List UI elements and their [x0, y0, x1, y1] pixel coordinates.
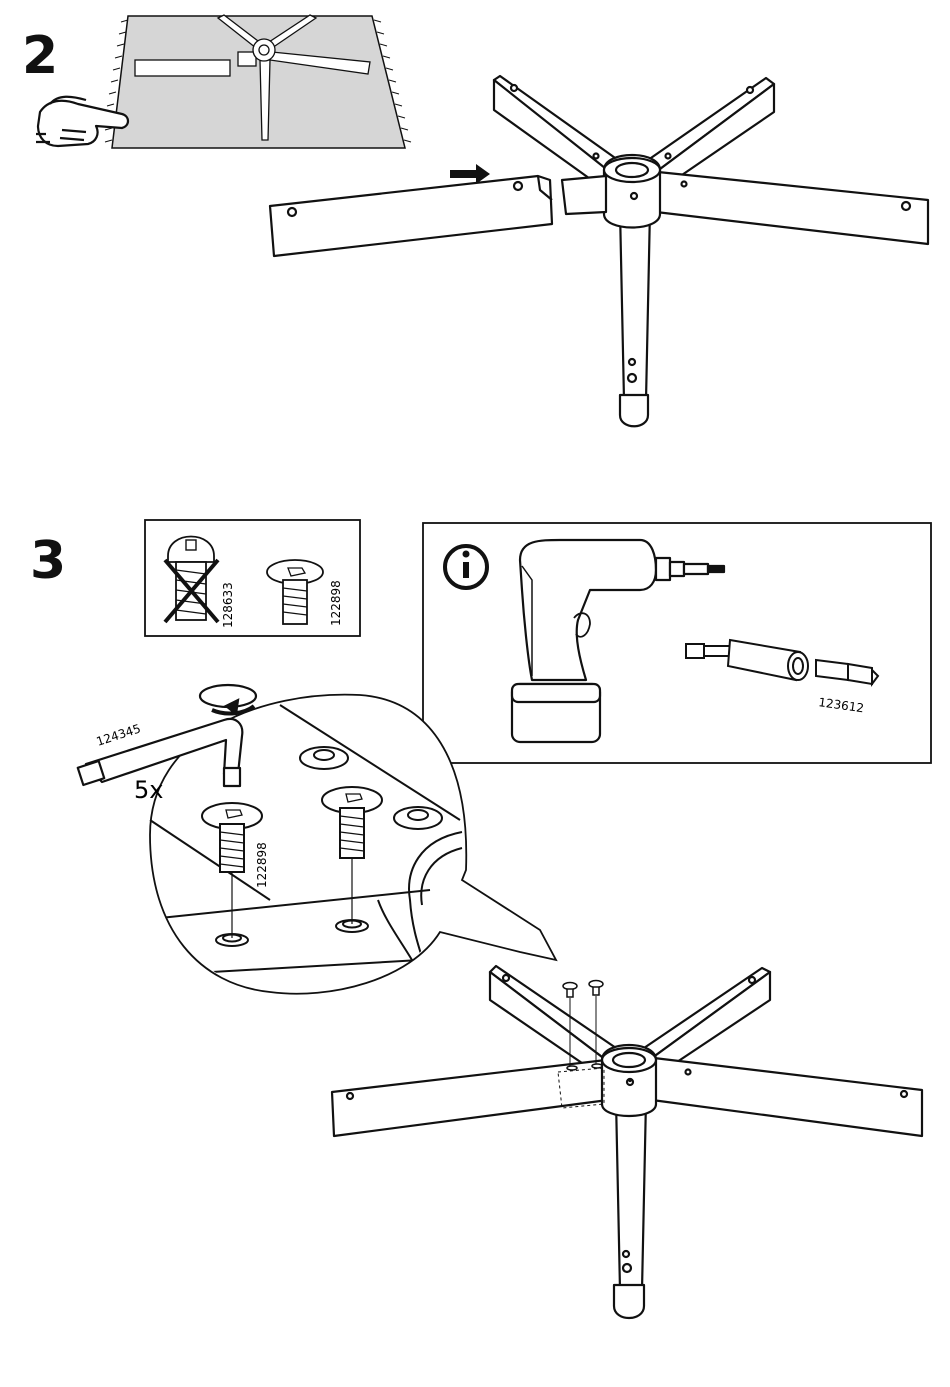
chair-base-step3 [332, 966, 922, 1318]
correct-screw-part-number: 122898 [329, 580, 343, 626]
info-box: 123612 [423, 523, 931, 763]
info-icon [445, 546, 487, 588]
hex-key-part-number: 124345 [95, 721, 143, 748]
screw-compare-box: 128633 122898 [145, 520, 360, 636]
rug-illustration [105, 15, 411, 148]
rotate-arrow-icon [200, 685, 256, 714]
quantity-label: 5x [134, 776, 163, 804]
wrong-screw-part-number: 128633 [221, 582, 235, 628]
detail-screw-part-number: 122898 [255, 842, 269, 888]
